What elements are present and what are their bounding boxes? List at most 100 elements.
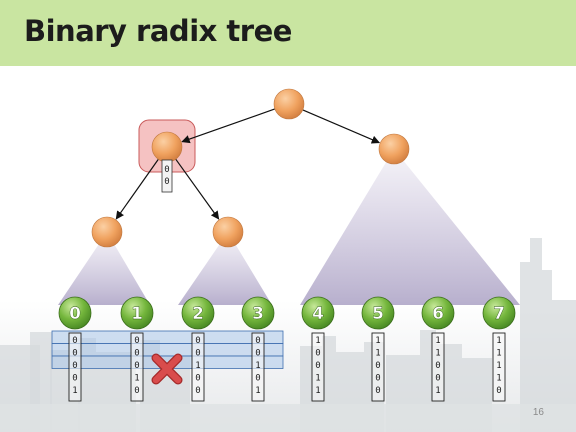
edge-l-lr [175, 158, 220, 220]
leaf-key-bit: 1 [496, 349, 501, 359]
leaf-key-box [130, 332, 144, 402]
highlighted-prefix: 00 [161, 159, 173, 193]
leaf-key-bit: 0 [375, 361, 380, 371]
slide-title: Binary radix tree [24, 14, 292, 48]
x-mark-stroke [152, 354, 182, 384]
leaf-circle [58, 296, 92, 330]
leaf-circle [421, 296, 455, 330]
leaf-key-bit: 1 [255, 361, 260, 371]
leaf-key-bit: 0 [195, 336, 200, 346]
leaf-3: 3 0 0 1 0 1 [241, 296, 275, 402]
leaf-key-box [251, 332, 265, 402]
leaf-label: 7 [493, 304, 505, 324]
subtree-shade-lr [178, 232, 272, 305]
internal-node-l [151, 131, 183, 163]
leaf-key-bit: 1 [195, 361, 200, 371]
leaf-5: 5 1 1 0 0 0 [361, 296, 395, 402]
edge-root-r [302, 109, 381, 144]
leaf-circle [482, 296, 516, 330]
leaf-key-bit: 1 [255, 386, 260, 396]
leaf-key-bit: 0 [134, 349, 139, 359]
tree-edges [115, 108, 381, 220]
leaf-key-bit: 1 [315, 386, 320, 396]
leaf-key-bit: 0 [195, 349, 200, 359]
leaf-key-bit: 0 [72, 349, 77, 359]
prefix-bit: 0 [164, 177, 169, 187]
subtree-shade-ll [58, 232, 150, 305]
leaf-key-bit: 0 [315, 349, 320, 359]
leaf-key-box [191, 332, 205, 402]
leaf-label: 0 [69, 304, 81, 324]
leaf-key-bit: 0 [315, 361, 320, 371]
leaf-label: 6 [432, 304, 444, 324]
leaf-key-box [492, 332, 506, 402]
leaf-label: 4 [312, 304, 324, 324]
prefix-band-row [51, 343, 284, 357]
internal-nodes [91, 88, 410, 248]
leaf-4: 4 1 0 0 1 1 [301, 296, 335, 402]
leaf-key-bit: 0 [195, 386, 200, 396]
leaf-key-box [311, 332, 325, 402]
internal-node-root [273, 88, 305, 120]
leaf-circle [181, 296, 215, 330]
leaf-label: 1 [131, 304, 143, 324]
leaf-key-bit: 1 [315, 336, 320, 346]
leaf-key-bit: 1 [72, 386, 77, 396]
internal-node-ll [91, 216, 123, 248]
leaf-key-box [371, 332, 385, 402]
leaf-circle [120, 296, 154, 330]
edge-root-l [181, 108, 276, 144]
leaf-key-box [431, 332, 445, 402]
leaf-label: 2 [192, 304, 204, 324]
leaf-key-bit: 0 [195, 374, 200, 384]
leaf-key-bit: 0 [255, 374, 260, 384]
prefix-band-row [51, 330, 284, 344]
edge-l-ll [115, 158, 159, 220]
prefix-bit: 0 [164, 165, 169, 175]
leaf-circle [361, 296, 395, 330]
leaf-key-bit: 1 [375, 349, 380, 359]
leaf-key-bit: 0 [496, 386, 501, 396]
leaf-circle [241, 296, 275, 330]
leaf-key-bit: 0 [72, 336, 77, 346]
leaf-nodes: 0000011000102001003001014100115110006110… [58, 296, 516, 402]
leaf-key-bit: 0 [72, 361, 77, 371]
leaf-key-bit: 0 [435, 374, 440, 384]
prefix-box [161, 159, 173, 193]
internal-node-r [378, 133, 410, 165]
leaf-key-bit: 1 [435, 336, 440, 346]
leaf-key-bit: 0 [134, 386, 139, 396]
leaf-label: 5 [372, 304, 384, 324]
leaf-key-bit: 0 [72, 374, 77, 384]
leaf-key-bit: 0 [255, 336, 260, 346]
leaf-label: 3 [252, 304, 264, 324]
leaf-0: 0 0 0 0 0 1 [58, 296, 92, 402]
leaf-key-bit: 1 [134, 374, 139, 384]
leaf-key-bit: 1 [435, 386, 440, 396]
leaf-key-box [68, 332, 82, 402]
leaf-key-bit: 0 [375, 374, 380, 384]
title-bar: Binary radix tree [0, 0, 576, 66]
leaf-key-bit: 1 [496, 336, 501, 346]
internal-node-lr [212, 216, 244, 248]
leaf-key-bit: 1 [315, 374, 320, 384]
subtree-shades [58, 149, 520, 305]
leaf-key-bit: 1 [496, 374, 501, 384]
subtree-shade-right [300, 149, 520, 305]
leaf-key-bit: 1 [435, 349, 440, 359]
leaf-key-bit: 0 [134, 336, 139, 346]
leaf-key-bit: 0 [134, 361, 139, 371]
leaf-2: 2 0 0 1 0 0 [181, 296, 215, 402]
leaf-key-bit: 0 [435, 361, 440, 371]
page-number: 16 [532, 407, 544, 418]
x-mark-icon [151, 353, 183, 385]
leaf-6: 6 1 1 0 0 1 [421, 296, 455, 402]
leaf-1: 1 0 0 0 1 0 [120, 296, 154, 402]
leaf-circle [301, 296, 335, 330]
leaf-key-bit: 0 [255, 349, 260, 359]
leaf-key-bit: 0 [375, 386, 380, 396]
leaf-key-bit: 1 [375, 336, 380, 346]
